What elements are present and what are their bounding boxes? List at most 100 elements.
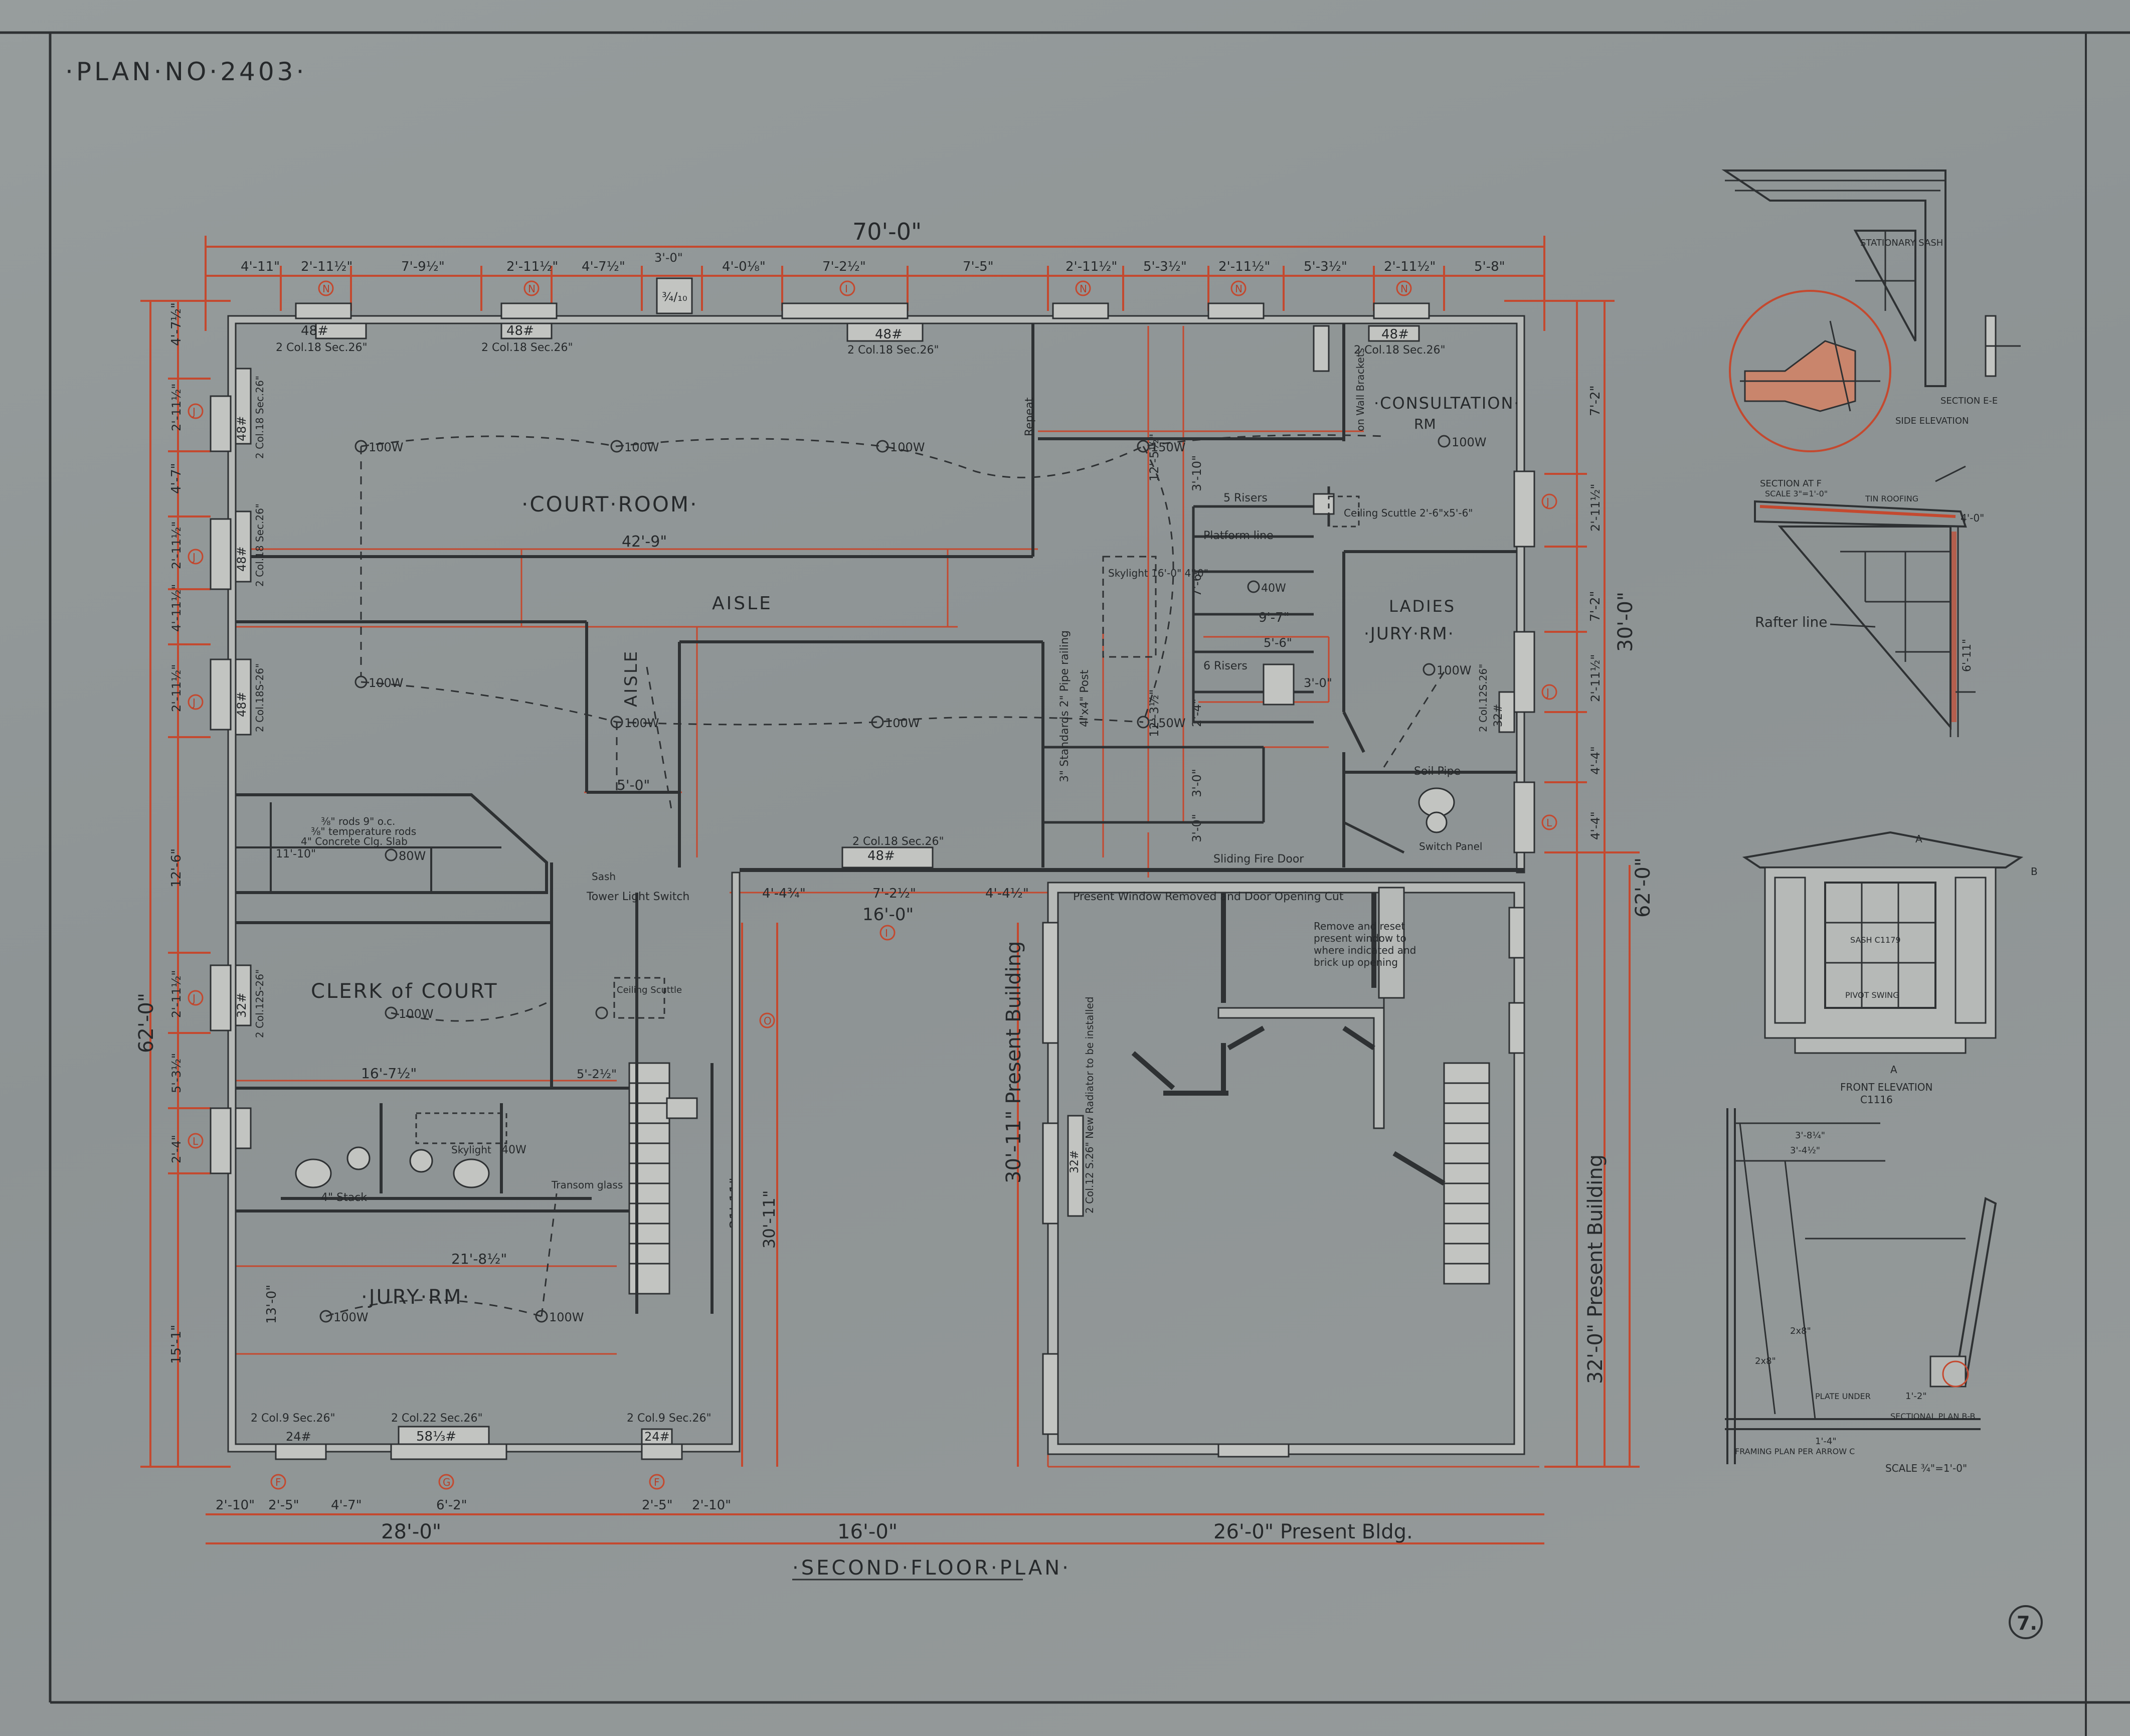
top-dim: 2'-11½" [1218,259,1270,274]
dim-stair-a: 3'-0" [1190,769,1204,797]
dim-vert-d: 3'-10" [1190,455,1204,491]
dim-new-wing: 16'-0" [862,905,914,925]
dim-vert-b: 12'-3½" [1147,689,1161,737]
radiator-size: 48# [235,691,249,717]
sink-fixture [409,1149,433,1173]
scuttle-box [1313,493,1335,515]
radiator-spec: 2 Col.18 Sec.26" [1354,344,1446,357]
light-label: 100W [369,676,404,690]
toilet-fixture [295,1158,332,1188]
radiator-size: 32# [1069,1150,1081,1173]
note-sash: Sash [592,871,616,883]
top-dim: 5'-3½" [1304,259,1347,274]
radiator-spec: 2 Col.18 Sec.26" [847,344,939,357]
radiator-spec: 2 Col.18 Sec.26" [254,503,266,587]
radiators: ¾/₁₀ [210,277,1535,1460]
note-remove-reset-box: Remove and reset present window to where… [1314,920,1416,968]
right-dim: 2'-11½" [1588,484,1603,532]
light-label: 100W [1437,663,1472,677]
mark-letter: F [654,1476,660,1488]
left-dim: 2'-11½" [169,664,184,712]
radiator-spec: 2 Col.18 Sec.26" [852,835,944,848]
light-label: 150W [1151,440,1186,454]
top-dim: 7'-5" [963,259,994,274]
detail-framing-plan: FRAMING PLAN PER ARROW C [1735,1447,1855,1456]
top-dim: 3'-0" [654,251,683,265]
detail-sash-code: SASH C1179 [1850,935,1901,945]
detail-dim-h: 4'-0" [1961,512,1984,524]
mark-letter: N [528,283,536,295]
window-top [1207,302,1265,319]
room-clerk-of-court: CLERK of COURT [311,980,498,1003]
mark-letter: J [192,697,196,709]
room-consultation: ·CONSULTATION· [1374,394,1520,413]
note-stack: 4" Stack [321,1191,367,1204]
note-sliding-door: Sliding Fire Door [1213,853,1304,865]
light-label: 100W [1452,435,1487,449]
plan-number: ·PLAN·NO·2403· [65,57,307,86]
mark-letter: N [322,283,330,295]
detail-stationary-sash: STATIONARY SASH [1860,238,1943,248]
window-top [1373,302,1430,319]
dim-bottom-left: 28'-0" [381,1520,441,1543]
top-dim: 4'-0⅛" [722,259,766,274]
mark-letter: J [192,992,196,1004]
top-dim: 2'-11½" [1384,259,1436,274]
radiator-spec: 2 Col.18 Sec.26" [276,341,368,354]
top-dim: 7'-9½" [401,259,445,274]
dormer-section-detail: STATIONARY SASH SECTION E-E SIDE ELEVATI… [1721,169,2021,452]
window-top [1052,302,1109,319]
room-jury: ·JURY·RM· [361,1286,470,1309]
drawing-title: ·SECOND·FLOOR·PLAN· [792,1556,1071,1580]
skylights [415,495,1360,1144]
dim-opening-b: 4'-4½" [985,886,1029,901]
radiator-size: 48# [235,416,249,441]
svg-text:B: B [2031,865,2038,878]
dim-bottom-mid: 16'-0" [837,1520,898,1543]
radiator-size: 48# [235,546,249,572]
right-dim: 7'-2" [1588,385,1603,416]
stair-landing [1263,663,1295,706]
dormer-section-f: SECTION AT F SCALE 3"=1'-0" TIN ROOFING … [1754,465,1984,737]
radiator-size: 48# [1381,327,1409,342]
light-label: 100W [624,440,659,454]
note-window-removed: Present Window Removed and Door Opening … [1073,891,1344,903]
left-dim: 12'-6" [169,848,184,888]
radiator-size: 24# [644,1430,670,1444]
mark-letter: L [193,1135,199,1147]
room-ladies-jury: ·JURY·RM· [1364,624,1455,644]
left-dim: 4'-7" [169,463,184,494]
dim-riser-width: 9'-7" [1259,610,1290,625]
radiator-spec: 2 Col.18S-26" [254,663,266,732]
dim-present-depth: 30'-0" [1614,592,1637,652]
detail-section-scale: SCALE 3"=1'-0" [1765,489,1828,498]
light-label: 80W [399,849,426,863]
exterior-wall [227,315,1525,1453]
note-ceiling-scuttle-2: Ceiling Scuttle [617,985,682,995]
notes: Platform line 5 Risers 6 Risers Ceiling … [276,348,1482,1204]
mark-letter: I [845,283,848,295]
detail-dim-c: 2x8" [1790,1326,1811,1336]
mark-letter: J [192,551,196,563]
detail-dim-g: 6'-11" [1961,639,1974,672]
top-dim: 2'-11½" [1066,259,1117,274]
dim-clerk-sub: 5'-2½" [577,1067,617,1081]
note-slab-span: 11'-10" [276,848,316,860]
light-label: 100W [369,440,404,454]
radiator-size: 24# [286,1430,311,1444]
skylight-box [1102,556,1157,658]
right-dim: 4'-4" [1588,746,1603,775]
toilet-fixture [453,1158,490,1188]
light-label: 150W [1151,716,1186,730]
sink-fixture [346,1146,371,1170]
radiator-spec: 2 Col.12S-26" [254,969,266,1038]
dim-stair-b: 3'-0" [1190,814,1204,842]
dim-jury-depth: 13'-0" [264,1285,279,1324]
svg-text:A: A [1915,833,1922,845]
radiator-size: 32# [235,992,249,1018]
mark-letter: I [885,927,888,939]
dim-bottom-right: 26'-0" Present Bldg. [1213,1520,1413,1543]
radiator-size: 32# [1492,704,1505,727]
note-skylight: Skylight 16'-0" 4'-0" [1108,567,1208,579]
